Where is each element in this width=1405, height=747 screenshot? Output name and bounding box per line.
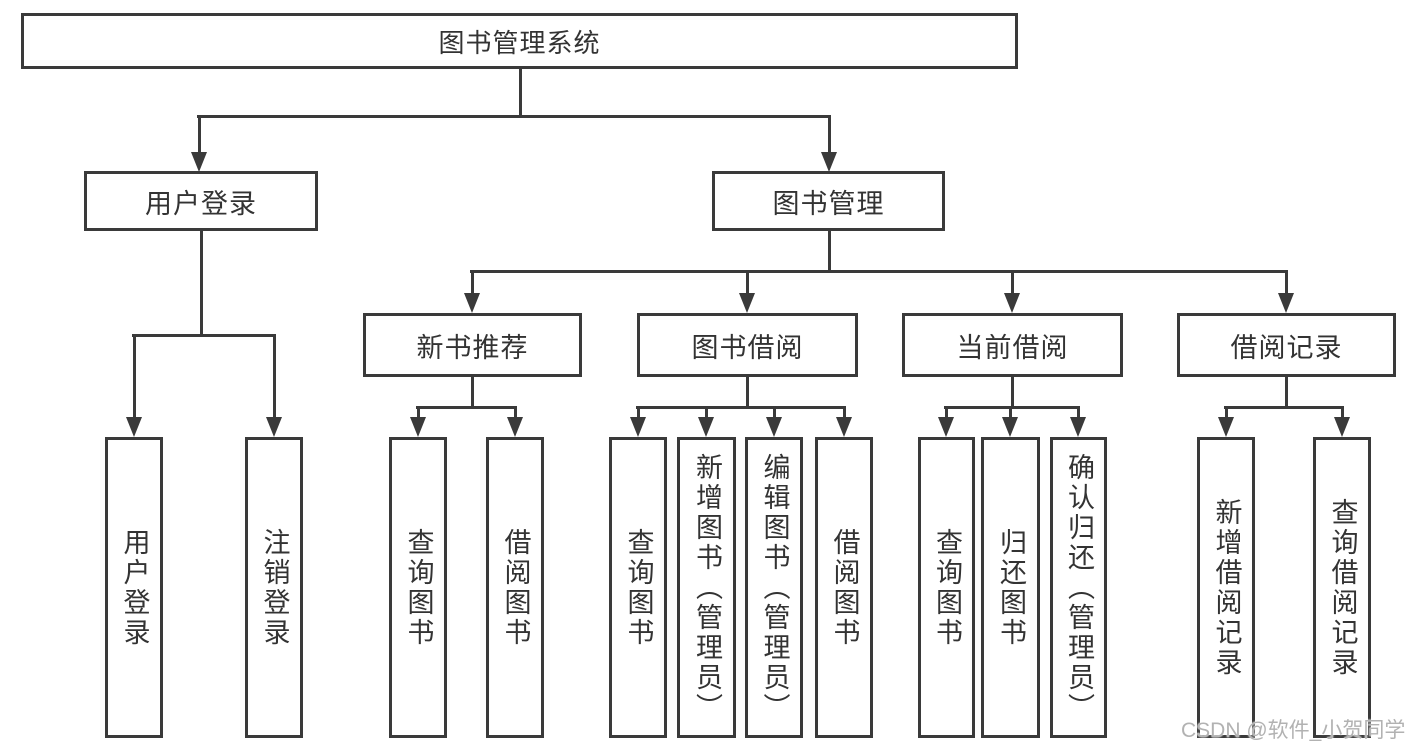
connector-line xyxy=(1224,406,1344,409)
leaf-label: 查询图书 xyxy=(403,527,434,648)
arrow-down-icon xyxy=(1334,417,1350,437)
leaf-logout: 注销登录 xyxy=(245,437,303,738)
connector-line xyxy=(843,406,846,420)
leaf-label: 用户登录 xyxy=(119,527,150,648)
arrow-down-icon xyxy=(1218,417,1234,437)
connector-line xyxy=(471,376,474,409)
arrow-down-icon xyxy=(1004,293,1020,313)
connector-line xyxy=(773,406,776,420)
leaf-confirm-return-admin: 确认归还（管理员） xyxy=(1050,437,1107,738)
connector-line xyxy=(273,334,276,419)
connector-line xyxy=(1011,376,1014,409)
connector-line xyxy=(1285,270,1288,297)
leaf-return-books: 归还图书 xyxy=(981,437,1040,738)
leaf-label: 归还图书 xyxy=(996,527,1026,648)
leaf-label: 编辑图书（管理员） xyxy=(759,452,790,723)
arrow-down-icon xyxy=(266,417,282,437)
arrow-down-icon xyxy=(836,417,852,437)
node-label: 当前借阅 xyxy=(956,332,1069,363)
connector-line xyxy=(705,406,708,420)
arrow-down-icon xyxy=(126,417,142,437)
arrow-down-icon xyxy=(938,417,954,437)
leaf-label: 借阅图书 xyxy=(500,527,531,648)
leaf-add-book-admin: 新增图书（管理员） xyxy=(677,437,736,738)
node-new-book-recommend: 新书推荐 xyxy=(363,313,582,377)
node-label: 借阅记录 xyxy=(1230,332,1343,363)
connector-line xyxy=(746,376,749,409)
leaf-borrow-books: 借阅图书 xyxy=(815,437,873,738)
arrow-down-icon xyxy=(739,293,755,313)
leaf-user-login: 用户登录 xyxy=(105,437,163,738)
connector-line xyxy=(132,334,276,337)
connector-line xyxy=(1077,406,1080,420)
connector-line xyxy=(1009,406,1012,420)
arrow-down-icon xyxy=(630,417,646,437)
connector-line xyxy=(1225,406,1228,420)
connector-line xyxy=(416,406,517,409)
arrow-down-icon xyxy=(821,152,837,172)
arrow-down-icon xyxy=(191,152,207,172)
leaf-label: 新增借阅记录 xyxy=(1211,497,1242,678)
node-user-login: 用户登录 xyxy=(84,171,318,231)
leaf-label: 借阅图书 xyxy=(829,527,860,648)
node-label: 图书借阅 xyxy=(691,332,804,363)
connector-line xyxy=(470,270,1288,273)
arrow-down-icon xyxy=(464,293,480,313)
leaf-label: 确认归还（管理员） xyxy=(1064,452,1094,723)
connector-line xyxy=(945,406,948,420)
arrow-down-icon xyxy=(698,417,714,437)
arrow-down-icon xyxy=(410,417,426,437)
connector-line xyxy=(417,406,420,420)
leaf-label: 查询图书 xyxy=(623,527,654,648)
connector-line xyxy=(198,115,201,155)
leaf-query-books-current: 查询图书 xyxy=(918,437,975,738)
node-label: 新书推荐 xyxy=(416,332,529,363)
leaf-label: 查询图书 xyxy=(932,527,962,648)
connector-line xyxy=(514,406,517,420)
leaf-borrow-books-recommend: 借阅图书 xyxy=(486,437,544,738)
arrow-down-icon xyxy=(1278,293,1294,313)
leaf-label: 新增图书（管理员） xyxy=(692,452,722,723)
connector-line xyxy=(1341,406,1344,420)
arrow-down-icon xyxy=(507,417,523,437)
node-label: 图书管理 xyxy=(772,188,885,219)
leaf-label: 注销登录 xyxy=(259,527,290,648)
connector-line xyxy=(200,230,203,337)
arrow-down-icon xyxy=(1002,417,1018,437)
connector-line xyxy=(944,406,1080,409)
connector-line xyxy=(519,69,522,116)
connector-line xyxy=(471,270,474,297)
connector-line xyxy=(828,230,831,273)
csdn-watermark: CSDN @软件_小贺同学 xyxy=(1181,719,1405,742)
connector-line xyxy=(133,334,136,419)
node-root-library-system: 图书管理系统 xyxy=(21,13,1018,69)
leaf-query-borrow-record: 查询借阅记录 xyxy=(1313,437,1371,738)
leaf-add-borrow-record: 新增借阅记录 xyxy=(1197,437,1255,738)
connector-line xyxy=(746,270,749,297)
leaf-query-books-recommend: 查询图书 xyxy=(389,437,447,738)
node-borrowing-records: 借阅记录 xyxy=(1177,313,1396,377)
leaf-edit-book-admin: 编辑图书（管理员） xyxy=(745,437,803,738)
connector-line xyxy=(637,406,640,420)
connector-line xyxy=(197,115,831,118)
arrow-down-icon xyxy=(766,417,782,437)
leaf-query-books-borrowing: 查询图书 xyxy=(609,437,667,738)
node-label: 用户登录 xyxy=(145,188,257,219)
node-book-management: 图书管理 xyxy=(712,171,945,231)
arrow-down-icon xyxy=(1070,417,1086,437)
node-book-borrowing: 图书借阅 xyxy=(637,313,858,377)
connector-line xyxy=(636,406,846,409)
node-current-borrowing: 当前借阅 xyxy=(902,313,1123,377)
connector-line xyxy=(1285,376,1288,409)
connector-line xyxy=(828,115,831,155)
leaf-label: 查询借阅记录 xyxy=(1327,497,1358,678)
connector-line xyxy=(1011,270,1014,297)
node-label: 图书管理系统 xyxy=(438,27,601,58)
